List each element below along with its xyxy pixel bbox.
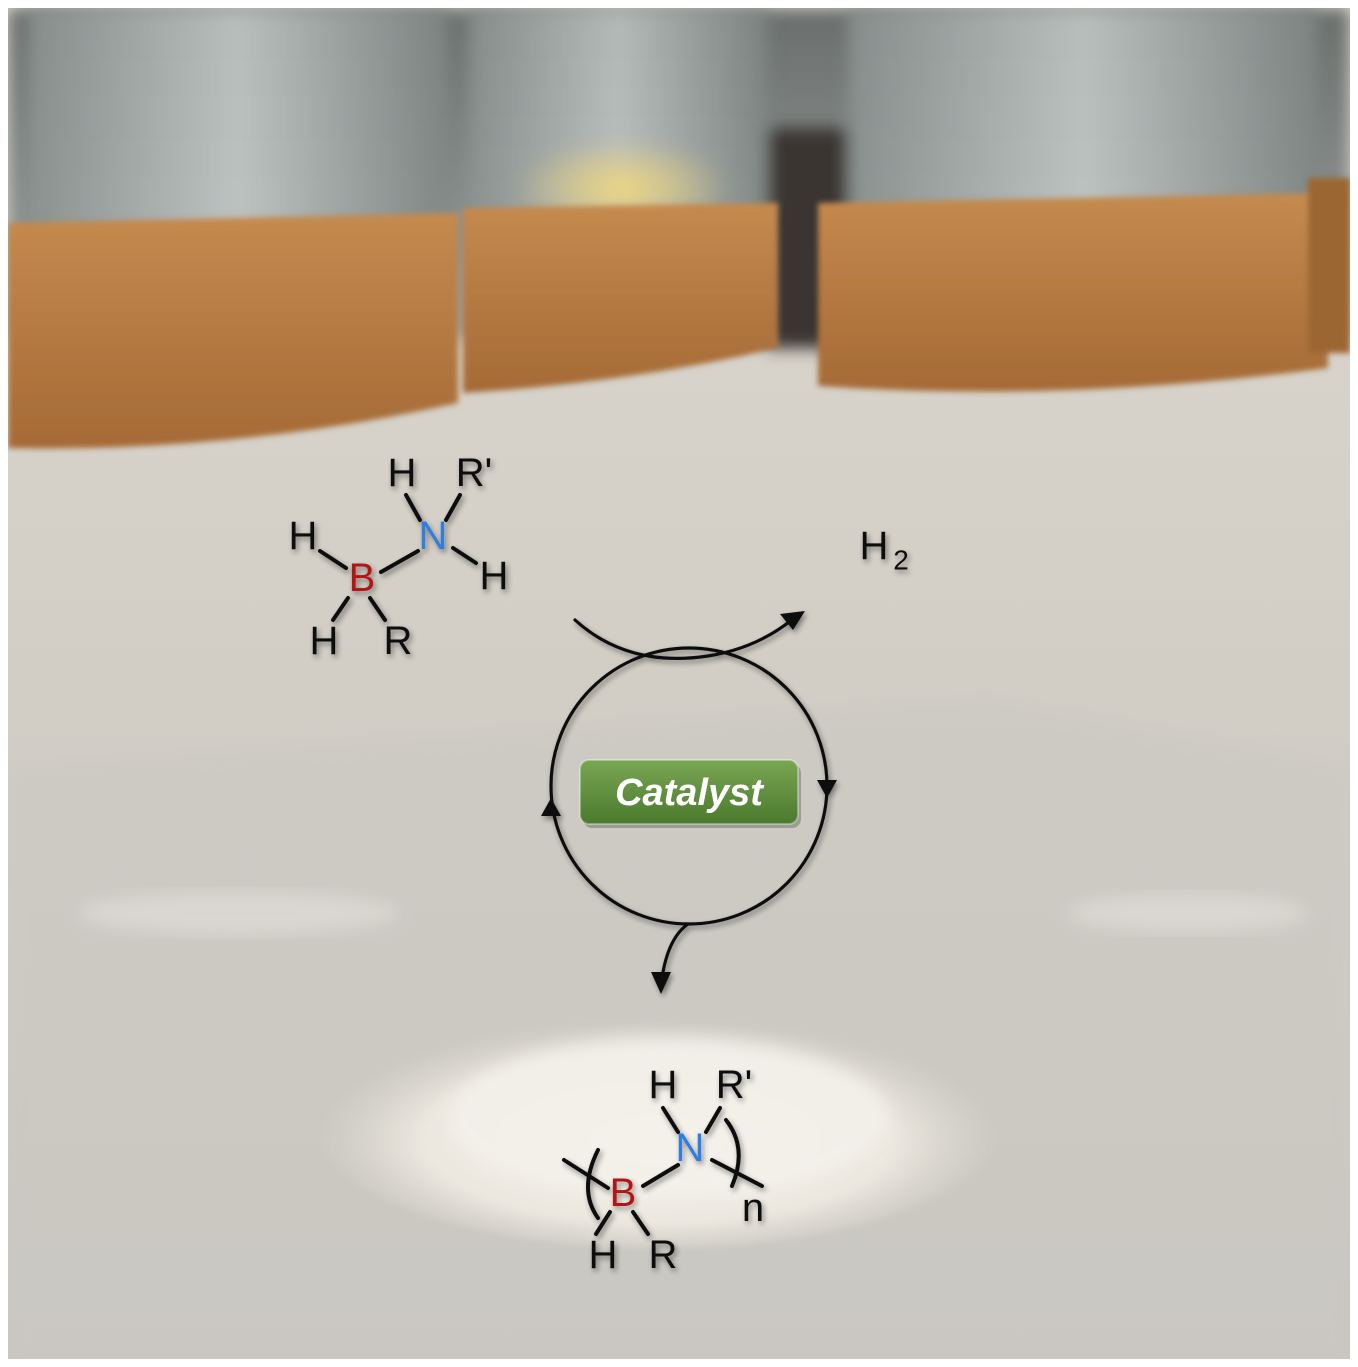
reactant-atom-h: H — [388, 451, 417, 495]
reactant-atom-r-prime: R' — [456, 451, 493, 495]
cycle-arrowhead-right — [817, 780, 837, 798]
polymer-repeat-subscript: n — [742, 1186, 764, 1230]
reactant-atom-h: H — [310, 619, 339, 663]
cork-rings — [8, 178, 1350, 449]
bond-n-rprime — [444, 493, 462, 522]
reactant-atom-h: H — [289, 514, 318, 558]
polymer-product: H R' N B n H R — [562, 1063, 764, 1277]
polymer-atom-r-prime: R' — [716, 1063, 753, 1107]
catalyst-badge: Catalyst — [579, 759, 801, 828]
bond-b-h — [594, 1210, 612, 1236]
byproduct-h2-subscript: 2 — [893, 545, 909, 576]
polymer-atom-r: R — [649, 1233, 678, 1277]
exit-arrow-to-polymer — [660, 922, 690, 980]
bond-b-n — [379, 549, 420, 574]
reactant-atom-h: H — [480, 554, 509, 598]
polymer-atom-nitrogen: N — [676, 1126, 705, 1170]
bond-h-n — [404, 493, 422, 522]
bond-b-r — [368, 596, 387, 622]
reactant-atom-boron: B — [349, 556, 376, 600]
polymer-atom-h: H — [649, 1063, 678, 1107]
byproduct-h2-label: H — [860, 524, 889, 568]
polymer-bracket-left — [586, 1148, 600, 1220]
graphical-abstract: H R' H N H B H R H 2 Catalyst — [8, 8, 1350, 1359]
catalyst-label: Catalyst — [615, 772, 764, 814]
scene-svg: H R' H N H B H R H 2 Catalyst — [8, 8, 1350, 1359]
reactant-amine-borane: H R' H N H B H R — [289, 451, 509, 663]
polymer-atom-boron: B — [610, 1171, 637, 1215]
entry-exit-arrow — [573, 616, 796, 660]
bond-b-n — [641, 1163, 680, 1188]
polymer-bracket-right — [724, 1118, 741, 1188]
polymer-atom-h: H — [589, 1233, 618, 1277]
reactant-atom-nitrogen: N — [419, 514, 448, 558]
catalytic-cycle — [541, 611, 837, 994]
bond-b-h — [331, 596, 350, 622]
polymer-chain-start — [562, 1158, 610, 1190]
bond-n-rprime — [704, 1106, 722, 1134]
byproduct-hydrogen: H 2 — [860, 524, 909, 576]
bond-b-r — [631, 1210, 650, 1236]
arrowhead-to-polymer — [651, 972, 671, 994]
bond-h-n — [661, 1106, 680, 1134]
bond-h-b — [318, 549, 348, 570]
lab-background-photo — [8, 8, 1350, 1359]
powder-pile — [78, 891, 1308, 1248]
polymer-chain-end — [710, 1158, 764, 1188]
reactant-atom-r: R — [384, 619, 413, 663]
cycle-arrowhead-left — [541, 798, 561, 816]
arrowhead-to-h2 — [780, 611, 805, 630]
bond-n-h — [451, 546, 478, 565]
